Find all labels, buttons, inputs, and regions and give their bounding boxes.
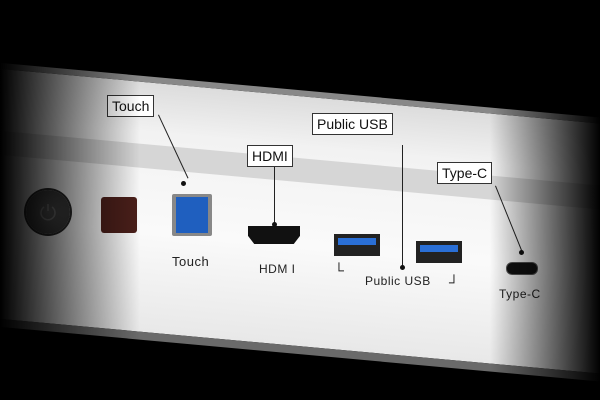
callout-type-c: Type-C [437, 162, 493, 184]
bracket-right: ┘ [449, 274, 460, 290]
port-label-public-usb: Public USB [365, 274, 431, 288]
leader-line-hdmi [274, 167, 275, 225]
usb-b-port [172, 194, 212, 236]
port-label-touch: Touch [172, 254, 210, 269]
callout-public-usb: Public USB [312, 113, 393, 135]
bracket-left: └ [334, 262, 345, 278]
hdmi-port [248, 226, 300, 244]
vignette-right [490, 0, 600, 400]
port-label-hdmi: HDM I [259, 262, 296, 276]
usb-a-port-1 [334, 234, 380, 256]
leader-dot-public-usb [400, 265, 405, 270]
vignette-left [0, 0, 140, 400]
callout-hdmi: HDMI [247, 145, 293, 167]
leader-line-public-usb [402, 145, 403, 267]
leader-dot-hdmi [272, 222, 277, 227]
usb-a-port-2 [416, 241, 462, 263]
leader-dot-touch [181, 181, 186, 186]
